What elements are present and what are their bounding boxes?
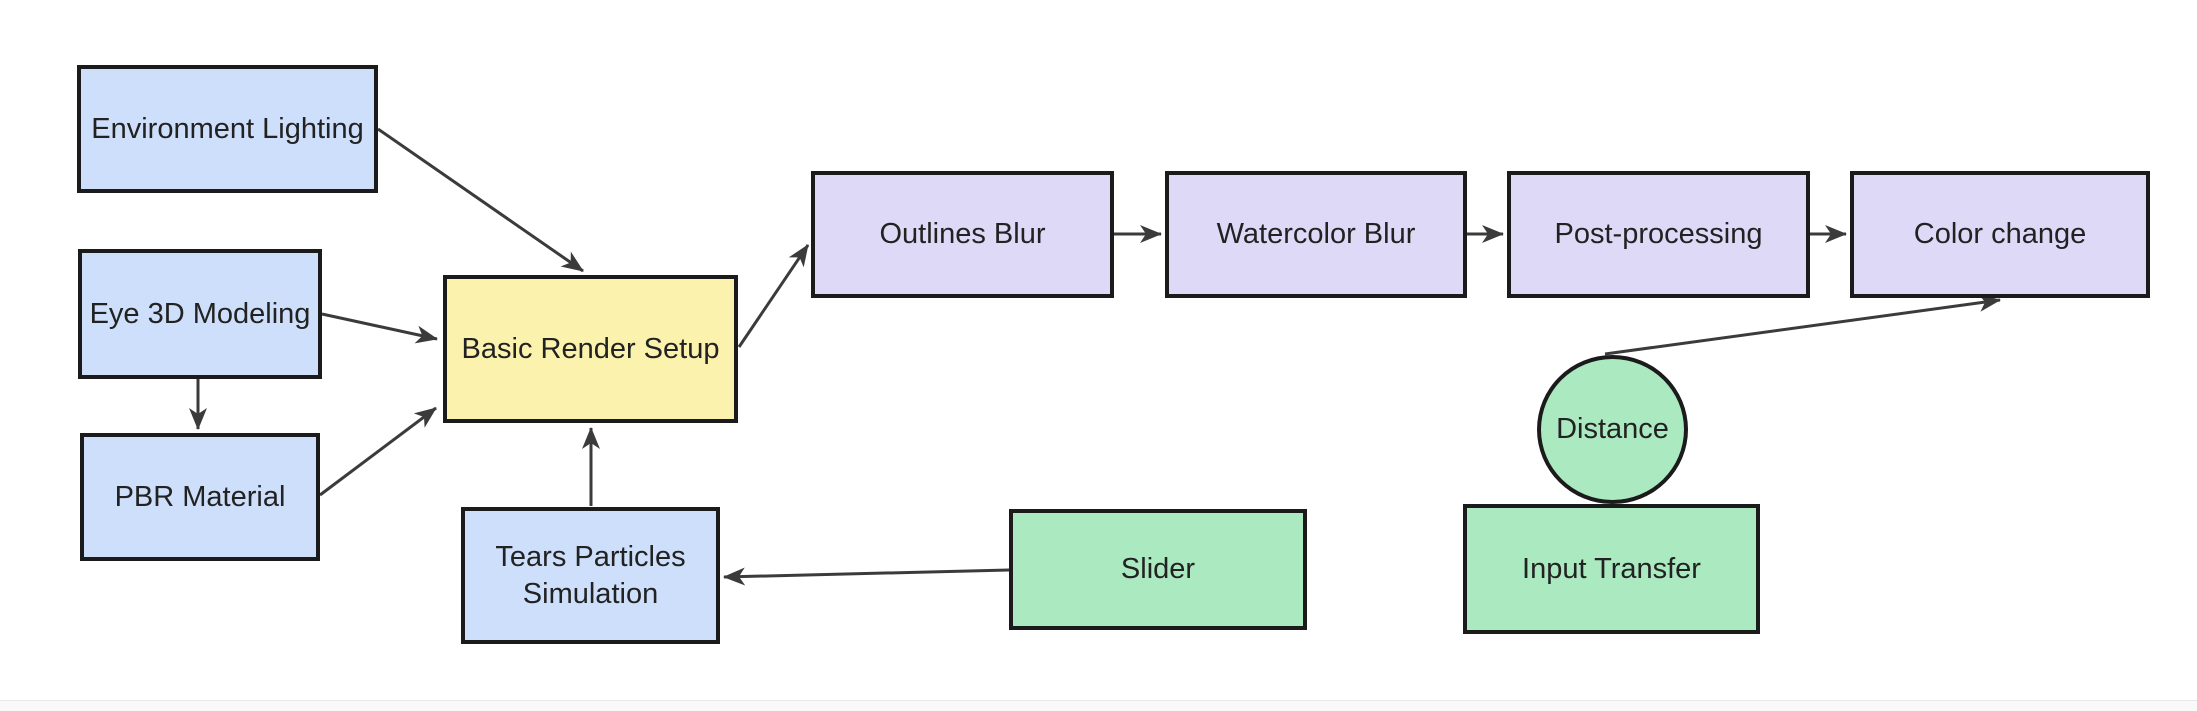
node-basic-render-setup: Basic Render Setup <box>443 275 738 423</box>
edge-basic-render-setup-to-outlines-blur <box>737 244 810 348</box>
canvas-bottom-edge <box>0 700 2197 711</box>
node-post-processing: Post-processing <box>1507 171 1810 298</box>
edge-distance-to-color-change <box>1604 293 2001 356</box>
node-color-change: Color change <box>1850 171 2150 298</box>
edge-environment-lighting-to-basic-render-setup <box>377 127 584 273</box>
edge-slider-to-tears-particles <box>723 567 1010 586</box>
node-outlines-blur: Outlines Blur <box>811 171 1114 298</box>
node-input-transfer: Input Transfer <box>1463 504 1760 634</box>
node-distance: Distance <box>1537 355 1688 504</box>
node-environment-lighting: Environment Lighting <box>77 65 378 193</box>
node-tears-particles-simulation: Tears Particles Simulation <box>461 507 720 644</box>
node-eye-3d-modeling: Eye 3D Modeling <box>78 249 322 379</box>
node-pbr-material: PBR Material <box>80 433 320 561</box>
edge-eye-3d-modeling-to-basic-render-setup <box>321 312 438 344</box>
edge-pbr-material-to-basic-render-setup <box>319 406 437 497</box>
node-watercolor-blur: Watercolor Blur <box>1165 171 1467 298</box>
node-slider: Slider <box>1009 509 1307 630</box>
